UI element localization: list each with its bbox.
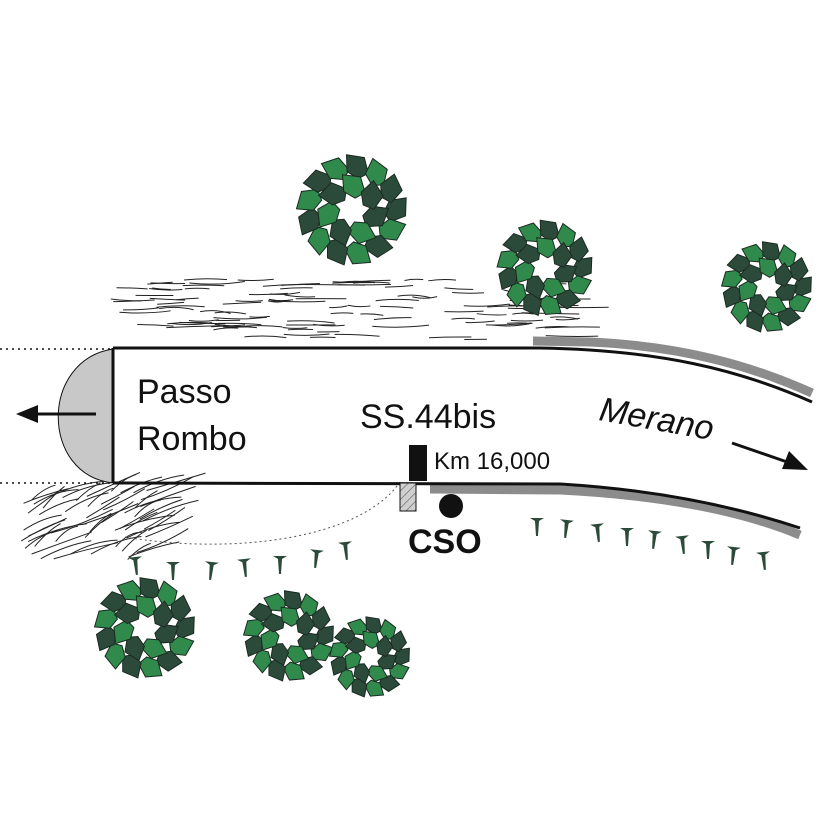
slope-hatching-left: [20, 471, 206, 560]
label-destination: Merano: [597, 390, 717, 447]
shrub-icon: [620, 528, 634, 546]
marker-post: [399, 482, 417, 512]
shrub-group: [128, 518, 770, 581]
tree-icon: [328, 616, 410, 698]
shrub-icon: [675, 535, 689, 555]
shrub-icon: [701, 541, 715, 559]
tree-icon: [295, 154, 407, 266]
label-station: CSO: [408, 523, 482, 561]
tree-icon: [496, 219, 593, 317]
label-km: Km 16,000: [434, 448, 550, 475]
road-edge-top: [113, 346, 813, 404]
km-marker-icon: [409, 445, 427, 481]
shrub-icon: [310, 549, 324, 569]
arrow-icon-merano: [731, 441, 808, 470]
tree-icon: [720, 241, 812, 333]
shrub-icon: [128, 556, 142, 576]
arrow-icon-left: [16, 405, 96, 423]
label-rombo: Rombo: [137, 420, 247, 458]
shrub-icon: [237, 558, 251, 578]
shrub-icon: [205, 561, 219, 581]
shrub-icon: [727, 546, 741, 566]
tree-icon: [93, 577, 195, 679]
label-passo: Passo: [137, 373, 232, 411]
shrub-icon: [560, 519, 574, 539]
tree-icon: [242, 590, 334, 682]
shrub-icon: [530, 518, 544, 536]
tree-group: [93, 154, 812, 698]
station-dot-icon: [439, 494, 463, 518]
road-edge-bottom: [112, 481, 801, 530]
shrub-icon: [166, 562, 180, 580]
shrub-icon: [648, 530, 662, 550]
shrub-icon: [756, 551, 770, 571]
parking-area-outline: [124, 481, 401, 545]
guardrail-bottom: [429, 484, 802, 540]
shrub-icon: [590, 523, 604, 543]
shrub-icon: [338, 541, 352, 561]
label-road: SS.44bis: [360, 398, 496, 436]
shrub-icon: [273, 556, 287, 574]
tunnel-portal: [57, 348, 114, 484]
guardrail-top: [532, 336, 814, 398]
